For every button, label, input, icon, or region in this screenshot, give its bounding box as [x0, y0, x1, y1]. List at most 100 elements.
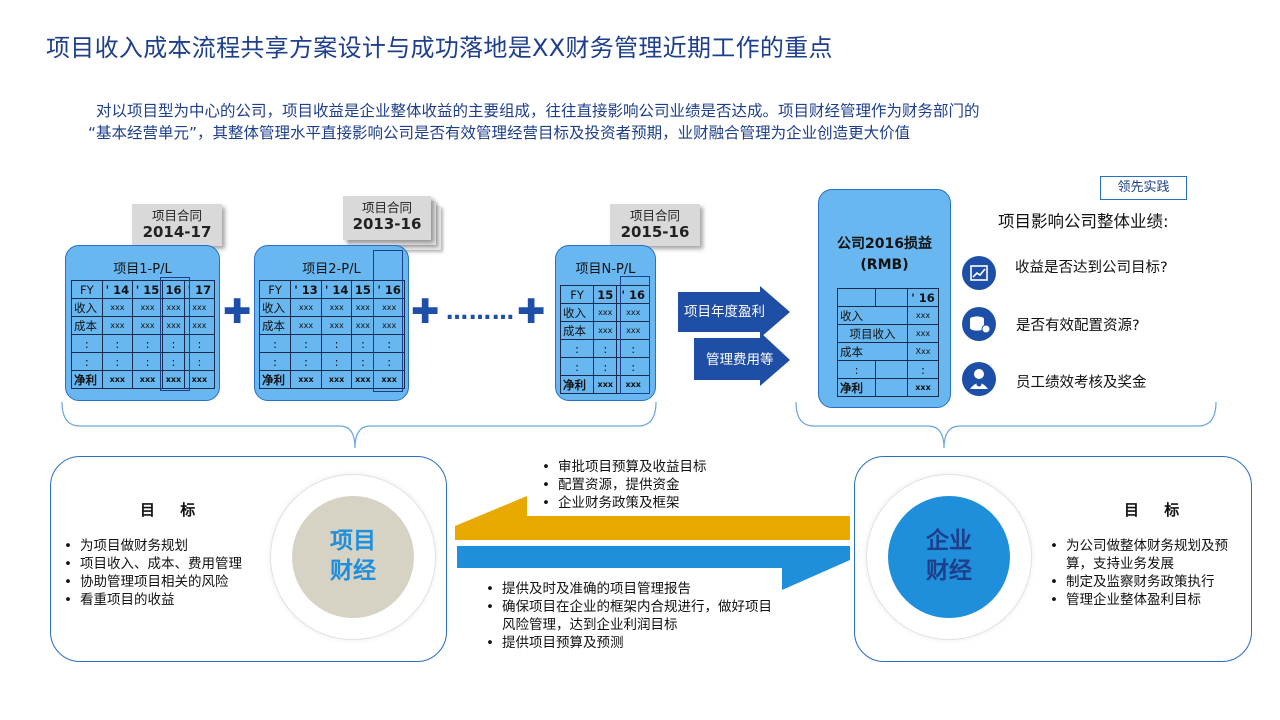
pl-cell: FY	[258, 280, 292, 299]
block-arrows	[678, 286, 790, 386]
pl-row: 收入 xxx xxx	[559, 303, 650, 322]
pl-cell	[837, 288, 876, 307]
pl-cell: :	[559, 339, 595, 358]
pl-cell: xxx	[320, 298, 353, 317]
pl-cell: FY	[559, 285, 595, 304]
expense-arrow-shape	[694, 332, 790, 386]
pl-cell: :	[290, 334, 322, 353]
pl-cell: :	[320, 352, 353, 371]
pl-cell: :	[593, 339, 618, 358]
intro-text: 对以项目型为中心的公司，项目收益是企业整体收益的主要组成，往往直接影响公司业绩是…	[88, 100, 1216, 144]
pl-cell: :	[907, 360, 939, 379]
profit-arrow-label: 项目年度盈利	[684, 304, 765, 320]
disc-label: 企业	[926, 528, 972, 554]
profit-arrow-shape	[678, 286, 790, 338]
contract-label: 项目合同	[361, 200, 412, 215]
flow-arrows	[455, 496, 850, 590]
page-title: 项目收入成本流程共享方案设计与成功落地是XX财务管理近期工作的重点	[46, 34, 833, 62]
pl-card-title: 项目N-P/L	[575, 262, 636, 277]
pl-cell: 成本	[258, 316, 292, 335]
pl-cell: 净利	[258, 370, 292, 389]
disc-label: 项目	[330, 528, 376, 554]
pl-cell: xxx	[290, 370, 322, 389]
list-item: 为公司做整体财务规划及预算，支持业务发展	[1048, 537, 1248, 573]
list-item: 提供及时及准确的项目管理报告	[484, 580, 774, 598]
list-item: 项目收入、成本、费用管理	[62, 555, 272, 573]
enterprise-finance-disc: 企业 财经	[888, 496, 1010, 618]
pl-cell: 成本	[71, 316, 103, 335]
pl-cell: xxx	[131, 316, 164, 335]
pl-header-row: FY ' 14 ' 15 16 ' 17	[71, 280, 216, 299]
pl-cell: xxx	[131, 370, 164, 389]
list-item: 配置资源，提供资金	[540, 476, 800, 494]
contract-label: 项目合同	[151, 208, 202, 223]
pl-cell: ' 16	[616, 285, 650, 304]
pl-cell: xxx	[351, 316, 375, 335]
list-item: 审批项目预算及收益目标	[540, 458, 800, 476]
contract-years: 2014-17	[142, 223, 212, 241]
pl-card-title: 项目1-P/L	[113, 262, 172, 277]
company-pl-card: 公司2016损益 (RMB) ' 16 收入 xxx 项目收入 xxx 成本 X…	[818, 189, 951, 408]
intro-line-2: “基本经营单元”，其整体管理水平直接影响公司是否有效管理经营目标及投资者预期，业…	[88, 124, 911, 142]
pl-cell: 项目收入	[837, 324, 908, 343]
pl-cell: xxx	[351, 298, 375, 317]
pl-cell: ' 15	[131, 280, 164, 299]
plus-icon: ✚	[411, 292, 440, 332]
leading-practice-badge: 领先实践	[1100, 176, 1187, 200]
list-item: 确保项目在企业的框架内合规进行，做好项目风险管理，达到企业利润目标	[484, 598, 774, 634]
project-goal-title: 目 标	[140, 501, 206, 519]
pl-cell: xxx	[101, 298, 133, 317]
pl-cell: 收入	[559, 303, 595, 322]
list-item: 协助管理项目相关的风险	[62, 573, 272, 591]
disc-label: 财经	[926, 558, 972, 584]
pl-cell: :	[258, 334, 292, 353]
pl-cell: xxx	[593, 321, 618, 340]
expense-arrow-label: 管理费用等	[706, 352, 774, 368]
impact-item-2: 是否有效配置资源?	[1016, 318, 1140, 334]
pl-row: 成本 xxx xxx xxx xxx	[258, 316, 405, 335]
contract-years: 2013-16	[352, 215, 422, 233]
pl-row: : : : : :	[71, 352, 216, 371]
left-brace	[61, 401, 657, 449]
right-brace	[795, 401, 1217, 449]
pl-cell: 收入	[71, 298, 103, 317]
pl-cell: xxx	[373, 370, 405, 389]
highlight-column	[373, 250, 403, 392]
pl-cell: xxx	[320, 316, 353, 335]
pl-cell: xxx	[907, 378, 939, 397]
pl-cell	[875, 360, 908, 379]
gold-arrow-shape	[455, 496, 850, 540]
pl-row: : : : : :	[71, 334, 216, 353]
pl-row: 净利 xxx xxx xxx xxx	[258, 370, 405, 389]
contract-tag-1: 项目合同 2014-17	[132, 204, 222, 246]
pl-cell: ' 16	[907, 288, 939, 307]
pl-cell	[875, 288, 908, 307]
plus-icon: ✚	[223, 292, 252, 332]
pl-table-project-n: FY 15 ' 16 收入 xxx xxx 成本 xxx xxx : : : :…	[559, 285, 650, 394]
pl-cell: xxx	[290, 316, 322, 335]
pl-cell: xxx	[183, 370, 216, 389]
pl-cell: :	[559, 357, 595, 376]
list-item: 管理企业整体盈利目标	[1048, 591, 1248, 609]
pl-cell: :	[258, 352, 292, 371]
pl-cell: 成本	[559, 321, 595, 340]
pl-card-project-n: 项目N-P/L FY 15 ' 16 收入 xxx xxx 成本 xxx xxx…	[555, 245, 656, 401]
pl-row: 净利 xxx xxx xxx xxx	[71, 370, 216, 389]
pl-cell: :	[131, 352, 164, 371]
list-item: 看重项目的收益	[62, 591, 272, 609]
report-chart-icon	[962, 256, 996, 290]
employee-badge-icon	[962, 362, 996, 396]
pl-cell: :	[593, 357, 618, 376]
pl-cell: Xxx	[907, 342, 939, 361]
pl-cell: 收入	[258, 298, 292, 317]
company-pl-title: 公司2016损益 (RMB)	[819, 234, 950, 276]
pl-cell: xxx	[593, 303, 618, 322]
pl-cell: 净利	[71, 370, 103, 389]
pl-cell	[875, 306, 908, 325]
pl-cell: ' 13	[290, 280, 322, 299]
pl-cell: :	[101, 334, 133, 353]
pl-row: 成本 Xxx	[837, 342, 939, 361]
pl-card-project-2: 项目2-P/L FY ' 13 ' 14 15 ' 16 收入 xxx xxx …	[254, 245, 409, 401]
ellipsis: ………	[446, 300, 515, 325]
pl-cell: :	[101, 352, 133, 371]
